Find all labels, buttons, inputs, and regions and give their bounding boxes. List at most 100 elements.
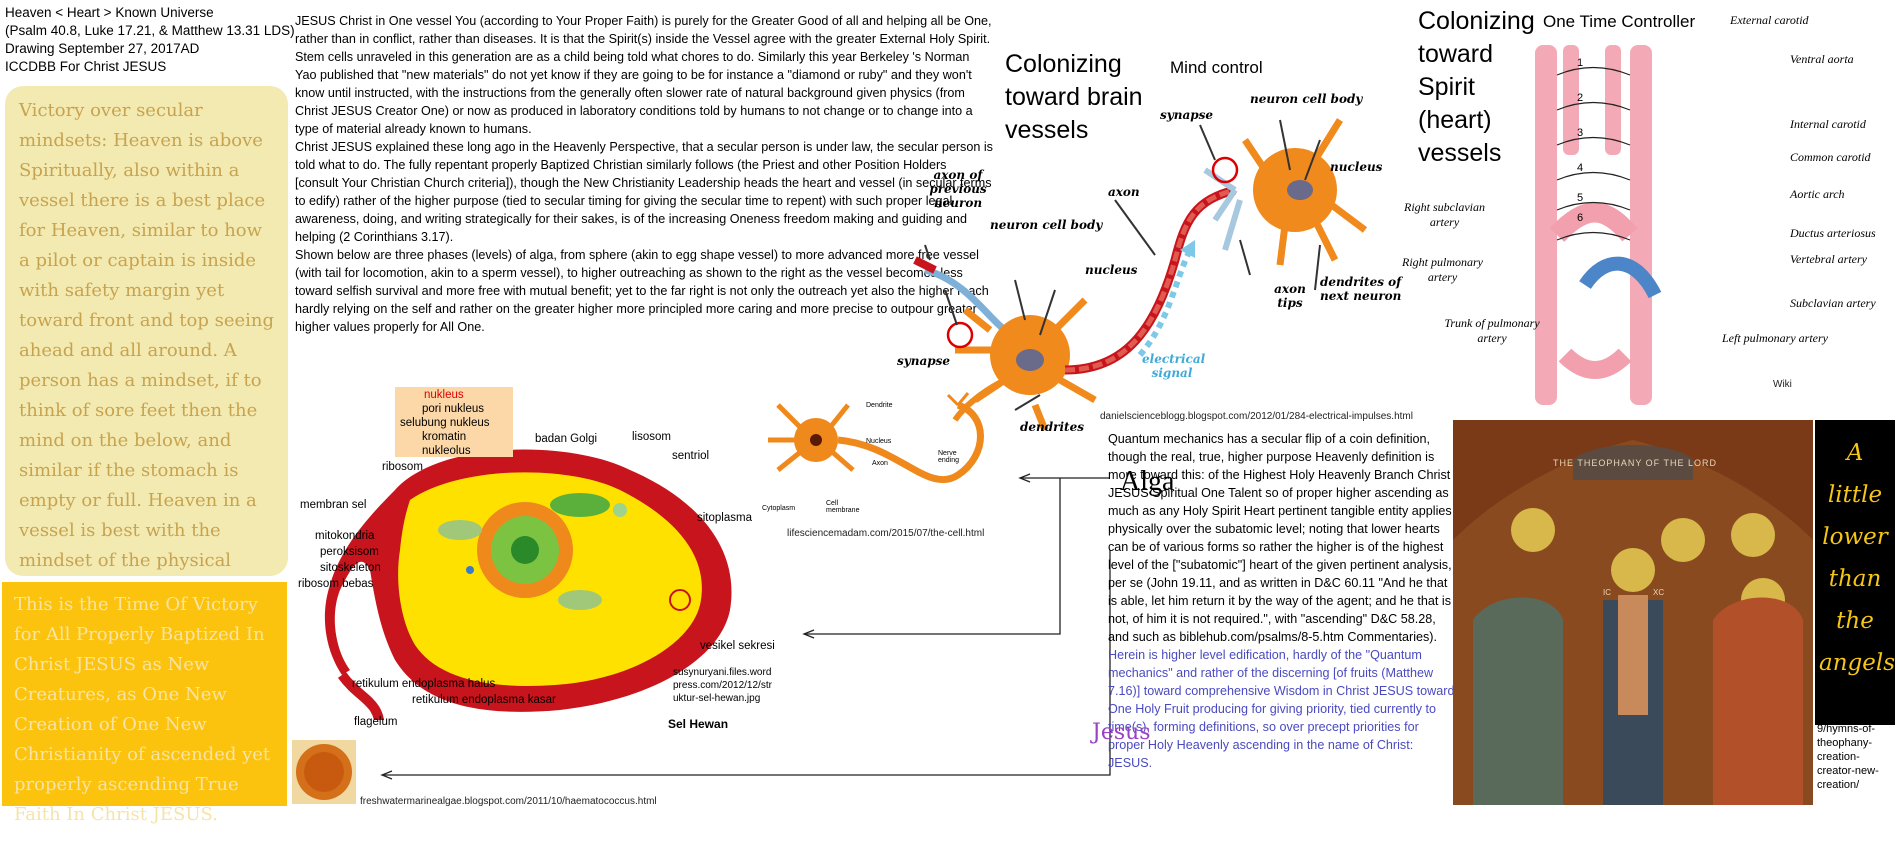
label-dendrite: Dendrite bbox=[866, 402, 893, 409]
label-lisosom: lisosom bbox=[632, 431, 671, 443]
icon-xc: XC bbox=[1653, 588, 1665, 597]
label-flagelum: flagelum bbox=[354, 716, 398, 728]
source-line: 9/hymns-of- bbox=[1817, 723, 1876, 735]
angel-word: A bbox=[1846, 440, 1864, 466]
alga-label: Alga bbox=[1120, 466, 1175, 497]
theophany-icon-image: THE THEOPHANY OF THE LORD IC XC bbox=[1453, 420, 1813, 805]
paragraph-alga-phases: Shown below are three phases (levels) of… bbox=[295, 248, 989, 334]
label-external-carotid: External carotid bbox=[1730, 13, 1809, 27]
time-of-victory-text: This is the Time Of Victory for All Prop… bbox=[14, 594, 271, 825]
icon-caption: THE THEOPHANY OF THE LORD bbox=[1553, 458, 1718, 468]
angels-text: A little lower than the angels. bbox=[1815, 420, 1896, 696]
label-badan-golgi: badan Golgi bbox=[535, 433, 598, 445]
label-aortic-arch: Aortic arch bbox=[1790, 187, 1845, 201]
label-sentriol: sentriol bbox=[672, 450, 710, 462]
label-retikulum-kasar: retikulum endoplasma kasar bbox=[412, 694, 556, 706]
victory-box: Victory over secular mindsets: Heaven is… bbox=[5, 86, 288, 661]
synapse-circle-left bbox=[946, 321, 974, 349]
label-synapse-top: synapse bbox=[1160, 108, 1214, 122]
label-ventral-aorta: Ventral aorta bbox=[1790, 52, 1854, 66]
source-line: fred.wordpress bbox=[1817, 695, 1890, 707]
label-vertebral-artery: Vertebral artery bbox=[1790, 252, 1867, 266]
icon-ic: IC bbox=[1603, 588, 1611, 597]
label-small-axon: Axon bbox=[872, 460, 888, 467]
heart-title: Colonizing toward Spirit (heart) vessels bbox=[1418, 7, 1535, 167]
small-neuron-source: lifesciencemadam.com/2015/07/the-cell.ht… bbox=[787, 528, 985, 539]
label-right-pulmonary: Right pulmonary artery bbox=[1402, 255, 1483, 284]
angel-word: lower bbox=[1822, 524, 1888, 550]
source-line: .com/2013/01/0 bbox=[1817, 709, 1893, 721]
alga-source: freshwatermarinealgae.blogspot.com/2011/… bbox=[360, 796, 657, 807]
arch-number: 2 bbox=[1577, 92, 1584, 104]
label-ribosom: ribosom bbox=[382, 461, 423, 473]
arch-number: 4 bbox=[1577, 162, 1584, 174]
label-electrical-signal: electrical signal bbox=[1142, 352, 1206, 380]
arch-number: 6 bbox=[1577, 212, 1584, 224]
small-neuron-illustration bbox=[768, 392, 984, 484]
quantum-text-block: Quantum mechanics has a secular flip of … bbox=[1108, 430, 1455, 772]
label-pori-nukleus: pori nukleus bbox=[422, 403, 485, 415]
label-sitoskeleton: sitoskeleton bbox=[320, 562, 381, 574]
label-internal-carotid: Internal carotid bbox=[1790, 117, 1866, 131]
label-membran-sel: membran sel bbox=[300, 499, 367, 511]
label-nucleus-left: nucleus bbox=[1085, 263, 1138, 277]
label-left-pulmonary: Left pulmonary artery bbox=[1722, 331, 1828, 345]
left-neuron bbox=[913, 256, 1097, 432]
electrical-signal-arrow bbox=[1137, 248, 1193, 357]
label-cytoplasm: Cytoplasm bbox=[762, 505, 796, 512]
paragraph-stem-cells: JESUS Christ in One vessel You (accordin… bbox=[295, 14, 992, 136]
label-axon-previous: axon of previous neuron bbox=[929, 168, 987, 210]
heart-vessels-illustration bbox=[1535, 45, 1662, 405]
one-time-controller-label: One Time Controller bbox=[1543, 12, 1696, 31]
label-dendrites-next: dendrites of next neuron bbox=[1320, 275, 1402, 303]
label-dendrites: dendrites bbox=[1020, 420, 1084, 434]
label-subclavian-artery: Subclavian artery bbox=[1790, 296, 1876, 310]
label-axon: axon bbox=[1108, 185, 1140, 199]
right-neuron bbox=[1203, 118, 1368, 266]
alga-sphere-image bbox=[292, 740, 356, 804]
source-line: theophany- bbox=[1817, 737, 1873, 749]
icon-source: fred.wordpress .com/2013/01/0 9/hymns-of… bbox=[1817, 694, 1893, 792]
theophany-icon-art bbox=[1453, 440, 1813, 805]
label-mitokondria: mitokondria bbox=[315, 530, 375, 542]
main-text-block: JESUS Christ in One vessel You (accordin… bbox=[295, 12, 993, 336]
paragraph-heavenly-perspective: Christ JESUS explained these long ago in… bbox=[295, 140, 993, 244]
animal-cell-illustration bbox=[324, 449, 732, 720]
header-line: Heaven < Heart > Known Universe bbox=[5, 5, 214, 20]
mind-control-label: Mind control bbox=[1170, 58, 1263, 77]
source-line: creator-new- bbox=[1817, 765, 1879, 777]
label-ribosom-bebas: ribosom bebas bbox=[298, 578, 374, 590]
time-of-victory-box: This is the Time Of Victory for All Prop… bbox=[2, 582, 287, 825]
label-right-subclavian: Right subclavian artery bbox=[1404, 200, 1485, 229]
label-kromatin: kromatin bbox=[422, 431, 467, 443]
alga-arrows bbox=[380, 473, 1111, 780]
jesus-logo: Jesus bbox=[1092, 720, 1151, 745]
synapse-circle-top bbox=[1211, 156, 1239, 184]
neuron-source: danielscienceblogg.blogspot.com/2012/01/… bbox=[1100, 411, 1413, 422]
angel-word: angels. bbox=[1819, 650, 1896, 676]
angel-word: little bbox=[1827, 482, 1883, 508]
quantum-intro: Quantum mechanics has a secular flip of … bbox=[1108, 432, 1452, 644]
label-cell-membrane: Cell membrane bbox=[826, 500, 860, 514]
label-axon-tips: axon tips bbox=[1274, 282, 1306, 310]
heart-source: Wiki bbox=[1773, 379, 1792, 390]
neuron-title: Colonizing toward brain vessels bbox=[1005, 50, 1143, 144]
golgi-shape bbox=[550, 493, 610, 517]
label-nerve-ending: Nerve ending bbox=[938, 450, 960, 464]
label-synapse-left: synapse bbox=[897, 354, 951, 368]
angel-word: than bbox=[1828, 566, 1882, 592]
jesus-logo-text: Jesus bbox=[1092, 720, 1151, 745]
angel-word: the bbox=[1836, 608, 1874, 634]
label-nukleus: nukleus bbox=[424, 389, 464, 401]
source-line: creation- bbox=[1817, 751, 1860, 763]
header-line: Drawing September 27, 2017AD bbox=[5, 41, 200, 56]
cell-source: susynuryani.files.word press.com/2012/12… bbox=[673, 667, 772, 704]
label-nucleus-right: nucleus bbox=[1330, 160, 1383, 174]
quantum-edification: Herein is higher level edification, hard… bbox=[1108, 648, 1455, 770]
source-line: creation/ bbox=[1817, 779, 1860, 791]
label-neuron-cell-body-right: neuron cell body bbox=[1250, 92, 1363, 106]
arch-number: 3 bbox=[1577, 127, 1584, 139]
angels-box: A little lower than the angels. bbox=[1815, 420, 1896, 725]
label-trunk-pulmonary: Trunk of pulmonary artery bbox=[1444, 316, 1540, 345]
neuron-illustration bbox=[913, 118, 1368, 432]
